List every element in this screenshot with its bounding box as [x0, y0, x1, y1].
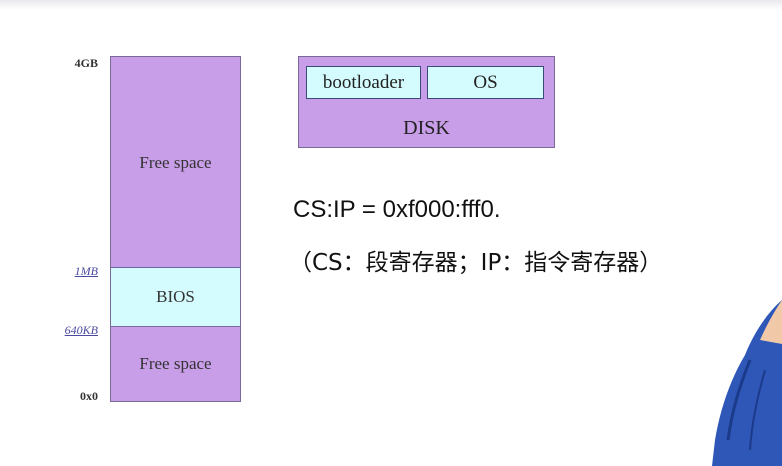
bios-label: BIOS: [156, 287, 195, 306]
bootloader-box: bootloader: [306, 66, 421, 99]
top-shade: [0, 0, 782, 10]
cs-ip-line: CS:IP = 0xf000:fff0.: [293, 196, 501, 223]
address-label-1mb: 1MB: [74, 264, 98, 278]
os-label: OS: [473, 71, 498, 93]
register-explanation-line: （CS：段寄存器；IP：指令寄存器）: [289, 250, 663, 276]
address-label-0x0: 0x0: [80, 389, 98, 403]
free-space-lower-label: Free space: [139, 354, 212, 373]
address-label-4gb: 4GB: [74, 56, 98, 70]
memory-map: Free space BIOS Free space: [110, 56, 241, 402]
disk-label: DISK: [403, 117, 450, 139]
free-space-upper-segment: Free space: [110, 56, 241, 269]
disk-block: bootloader OS DISK: [298, 56, 555, 148]
bootloader-label: bootloader: [322, 71, 405, 93]
presenter-image: [712, 300, 782, 466]
free-space-upper-label: Free space: [139, 152, 212, 172]
os-box: OS: [427, 66, 544, 99]
address-label-640kb: 640KB: [64, 323, 98, 337]
bios-segment: BIOS: [110, 267, 241, 327]
free-space-lower-segment: Free space: [110, 326, 241, 402]
